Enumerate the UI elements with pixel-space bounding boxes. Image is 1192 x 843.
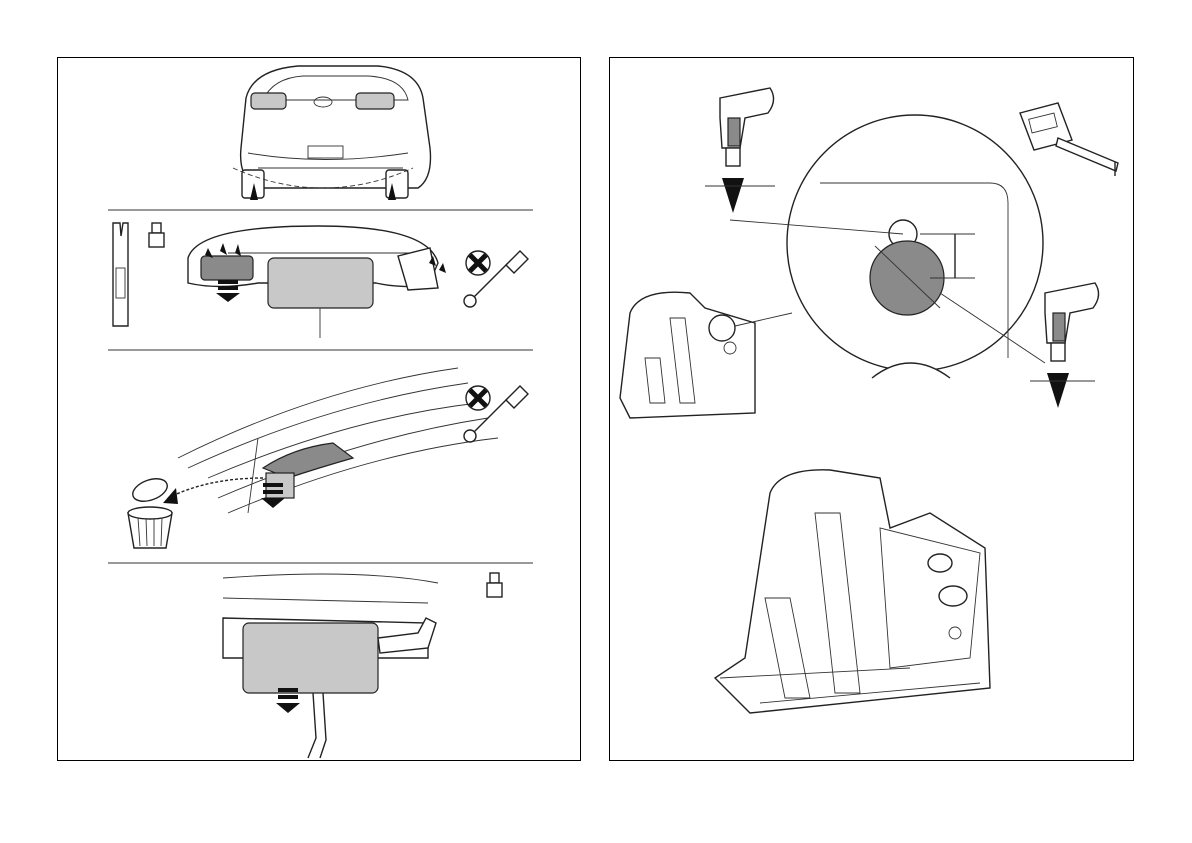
bracket-large-view [715, 470, 990, 713]
right-panel-illustration [610, 58, 1135, 762]
prohibited-screwdriver-icon [464, 386, 528, 442]
socket-icon [487, 573, 502, 597]
drill-icon [705, 88, 775, 213]
step-vehicle-rear-view [233, 66, 431, 200]
drill-icon [1030, 283, 1099, 408]
tape-measure-icon [1020, 103, 1118, 176]
step-underbody-plug-removal [128, 368, 528, 548]
left-instruction-panel [57, 57, 581, 761]
prohibited-screwdriver-icon [464, 251, 528, 307]
right-instruction-panel [609, 57, 1134, 761]
arrow-down-icon [276, 703, 300, 713]
arrow-down-icon [216, 293, 240, 302]
trim-tool-icon [113, 223, 128, 326]
step-rear-bumper-removal [113, 223, 528, 338]
left-panel-illustration [58, 58, 582, 762]
bracket-small-view [620, 292, 792, 418]
step-silencer-removal [223, 573, 502, 758]
detail-magnifier [730, 115, 1045, 378]
socket-icon [149, 223, 164, 247]
waste-bin-icon [128, 474, 172, 548]
